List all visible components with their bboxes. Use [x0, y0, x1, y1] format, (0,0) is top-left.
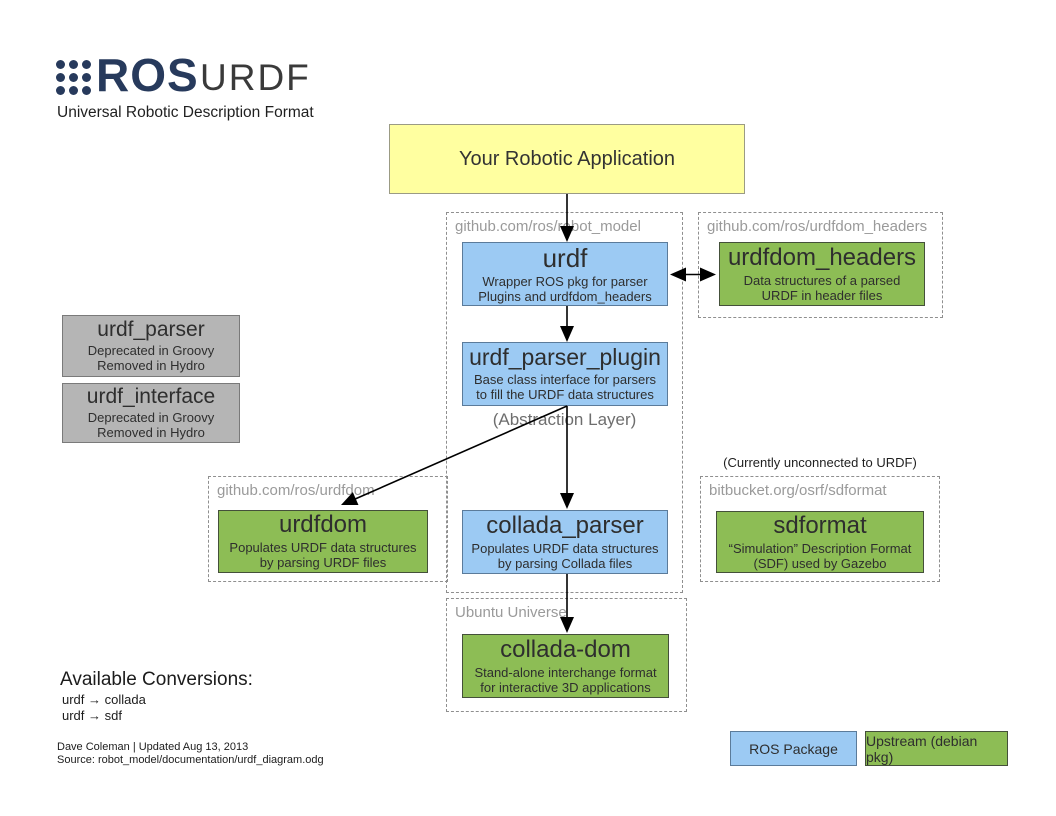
node-description: Populates URDF data structures by parsin…: [229, 540, 417, 571]
legend-label: ROS Package: [749, 740, 838, 757]
conversion-item-urdf-sdf: urdf → sdf: [62, 708, 122, 723]
page-title: URDF: [200, 57, 311, 98]
page-subtitle: Universal Robotic Description Format: [57, 104, 314, 121]
footer-source: Source: robot_model/documentation/urdf_d…: [57, 754, 324, 766]
container-label: github.com/ros/robot_model: [455, 218, 641, 235]
container-label: github.com/ros/urdfdom_headers: [707, 218, 928, 235]
node-title: urdf: [542, 242, 588, 273]
conversion-item-urdf-collada: urdf → collada: [62, 692, 146, 707]
legend-upstream: Upstream (debian pkg): [865, 731, 1008, 766]
container-urdfdom: github.com/ros/urdfdom: [208, 476, 448, 582]
node-description: Deprecated in Groovy Removed in Hydro: [87, 342, 215, 374]
container-sdformat: bitbucket.org/osrf/sdformat: [700, 476, 940, 582]
node-title: urdfdom_headers: [727, 243, 917, 271]
container-label: github.com/ros/urdfdom: [217, 482, 375, 499]
node-collada-parser: collada_parser Populates URDF data struc…: [462, 510, 668, 574]
node-urdfdom-headers: urdfdom_headers Data structures of a par…: [719, 242, 925, 306]
node-title: Your Robotic Application: [458, 147, 676, 170]
node-urdf: urdf Wrapper ROS pkg for parser Plugins …: [462, 242, 668, 306]
available-conversions-title: Available Conversions:: [60, 669, 253, 690]
sdformat-note: (Currently unconnected to URDF): [723, 455, 917, 470]
node-collada-dom: collada-dom Stand-alone interchange form…: [462, 634, 669, 698]
node-title: sdformat: [773, 511, 867, 539]
node-urdf-parser: urdf_parser Deprecated in Groovy Removed…: [62, 315, 240, 377]
node-sdformat: sdformat “Simulation” Description Format…: [716, 511, 924, 573]
legend-ros-package: ROS Package: [730, 731, 857, 766]
node-title: urdf_parser_plugin: [469, 344, 661, 371]
node-description: Populates URDF data structures by parsin…: [471, 540, 659, 571]
node-description: Data structures of a parsed URDF in head…: [743, 272, 901, 303]
container-urdfdom-headers: github.com/ros/urdfdom_headers: [698, 212, 943, 318]
node-your-robotic-application: Your Robotic Application: [389, 124, 745, 194]
container-robot-model: github.com/ros/robot_model: [446, 212, 683, 593]
node-description: Wrapper ROS pkg for parser Plugins and u…: [478, 273, 652, 305]
footer-author: Dave Coleman | Updated Aug 13, 2013: [57, 741, 249, 753]
node-description: “Simulation” Description Format (SDF) us…: [728, 540, 912, 571]
node-title: collada-dom: [500, 635, 631, 663]
container-label: bitbucket.org/osrf/sdformat: [709, 482, 887, 499]
container-label: Ubuntu Universe: [455, 604, 567, 621]
node-title: urdfdom: [278, 511, 368, 539]
node-description: Deprecated in Groovy Removed in Hydro: [87, 409, 215, 441]
ros-logo-text: ROS: [96, 49, 199, 101]
node-title: urdf_interface: [86, 385, 216, 409]
node-urdf-interface: urdf_interface Deprecated in Groovy Remo…: [62, 383, 240, 443]
node-title: collada_parser: [486, 511, 644, 539]
legend-label: Upstream (debian pkg): [866, 732, 978, 765]
node-description: Base class interface for parsers to fill…: [473, 372, 657, 403]
node-description: Stand-alone interchange format for inter…: [474, 664, 657, 695]
node-urdfdom: urdfdom Populates URDF data structures b…: [218, 510, 428, 573]
node-urdf-parser-plugin: urdf_parser_plugin Base class interface …: [462, 342, 668, 406]
ros-logo-dots-icon: [56, 60, 91, 95]
node-title: urdf_parser: [97, 318, 205, 342]
